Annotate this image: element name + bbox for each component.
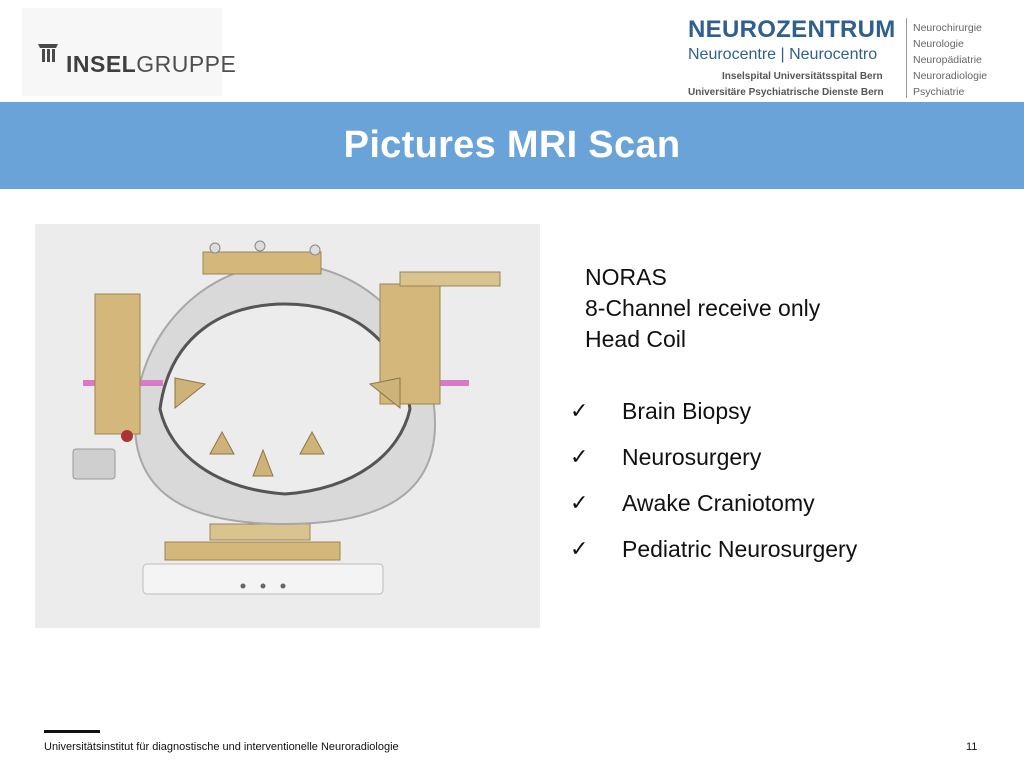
department-item: Neuropädiatrie bbox=[913, 54, 982, 66]
neurozentrum-line2: Universitäre Psychiatrische Dienste Bern bbox=[688, 87, 884, 98]
neurozentrum-line1: Inselspital Universitätsspital Bern bbox=[722, 71, 883, 82]
slide-title: Pictures MRI Scan bbox=[343, 124, 681, 166]
department-item: Psychiatrie bbox=[913, 86, 965, 98]
logo-divider bbox=[906, 18, 907, 98]
coil-description: NORAS 8-Channel receive only Head Coil bbox=[585, 262, 820, 355]
checklist-label: Pediatric Neurosurgery bbox=[622, 535, 858, 562]
checkmark-icon: ✓ bbox=[570, 490, 589, 516]
neurozentrum-title: NEUROZENTRUM bbox=[688, 16, 896, 43]
indication-checklist: ✓ Brain Biopsy ✓ Neurosurgery ✓ Awake Cr… bbox=[570, 388, 857, 572]
description-line: Head Coil bbox=[585, 326, 686, 352]
insel-shield-icon bbox=[38, 44, 58, 62]
inselgruppe-wordmark: INSELGRUPPE bbox=[66, 53, 236, 76]
footer-institute: Universitätsinstitut für diagnostische u… bbox=[44, 741, 399, 753]
checklist-item: ✓ Brain Biopsy bbox=[570, 388, 857, 434]
checklist-item: ✓ Neurosurgery bbox=[570, 434, 857, 480]
checklist-item: ✓ Pediatric Neurosurgery bbox=[570, 526, 857, 572]
page-number: 11 bbox=[966, 741, 978, 753]
checklist-label: Awake Craniotomy bbox=[622, 489, 815, 516]
head-coil-image bbox=[35, 224, 540, 628]
department-item: Neurologie bbox=[913, 38, 964, 50]
checkmark-icon: ✓ bbox=[570, 444, 589, 470]
checklist-label: Neurosurgery bbox=[622, 443, 762, 470]
brand-bold: INSEL bbox=[66, 51, 137, 77]
checkmark-icon: ✓ bbox=[570, 536, 589, 562]
department-list: Neurochirurgie Neurologie Neuropädiatrie… bbox=[913, 20, 987, 100]
inselgruppe-logo: INSELGRUPPE bbox=[22, 8, 236, 96]
department-item: Neuroradiologie bbox=[913, 70, 988, 82]
checklist-item: ✓ Awake Craniotomy bbox=[570, 480, 857, 526]
description-line: NORAS bbox=[585, 264, 667, 290]
footer-rule bbox=[44, 730, 100, 733]
description-line: 8-Channel receive only bbox=[585, 295, 821, 321]
title-bar: Pictures MRI Scan bbox=[0, 102, 1024, 189]
department-item: Neurochirurgie bbox=[913, 22, 982, 34]
neurozentrum-subtitle: Neurocentre | Neurocentro bbox=[688, 46, 878, 63]
checklist-label: Brain Biopsy bbox=[622, 397, 752, 424]
checkmark-icon: ✓ bbox=[570, 398, 589, 424]
neurozentrum-logo: NEUROZENTRUM Neurocentre | Neurocentro I… bbox=[684, 14, 1014, 102]
brand-regular: GRUPPE bbox=[136, 51, 237, 77]
